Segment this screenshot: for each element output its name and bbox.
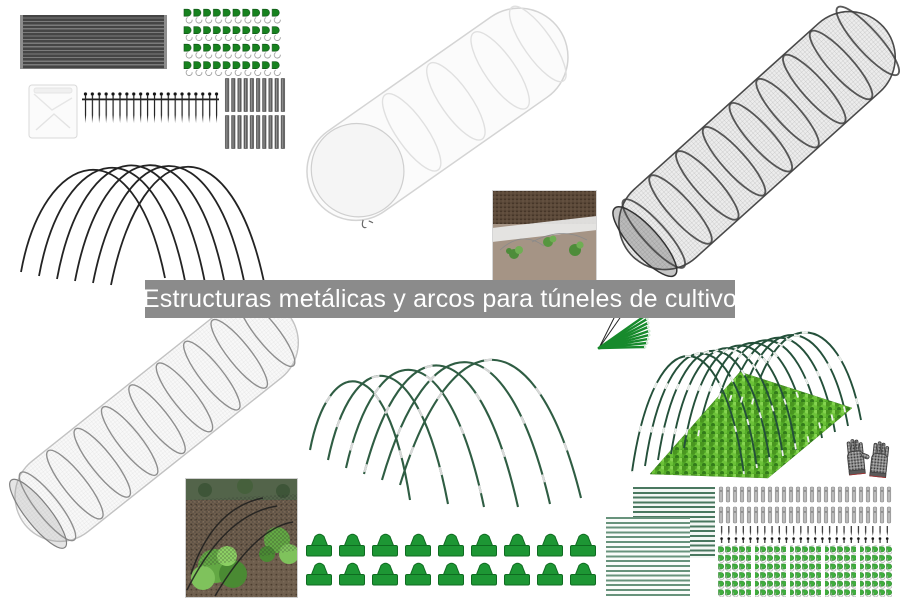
black-pegs-row-image xyxy=(82,92,219,125)
black-mesh-tunnel-image xyxy=(597,0,900,292)
green-hoop-frame-image xyxy=(298,318,598,514)
gray-stakes-grid-image xyxy=(224,77,286,151)
metal-rod-bundle-image xyxy=(20,15,167,69)
green-tclips-rows-image xyxy=(303,530,599,588)
striped-net-square-image xyxy=(606,517,690,596)
garden-bed-photo xyxy=(492,190,597,283)
work-gloves-image xyxy=(846,436,894,481)
white-mesh-tunnel-image xyxy=(0,276,320,563)
green-tunnel-over-lettuce-image xyxy=(628,306,898,484)
banner: Estructuras metálicas y arcos para túnel… xyxy=(142,280,738,318)
hardware-kit-grid-image xyxy=(718,486,892,597)
black-hoops-dome-image xyxy=(15,128,287,293)
banner-text: Estructuras metálicas y arcos para túnel… xyxy=(142,284,738,313)
plastic-bag-image xyxy=(28,84,78,139)
green-rods-fan-image xyxy=(592,312,654,354)
net-over-lettuce-photo xyxy=(185,478,298,598)
white-poly-tunnel-image xyxy=(285,0,590,243)
green-clips-grid-image xyxy=(183,8,281,78)
